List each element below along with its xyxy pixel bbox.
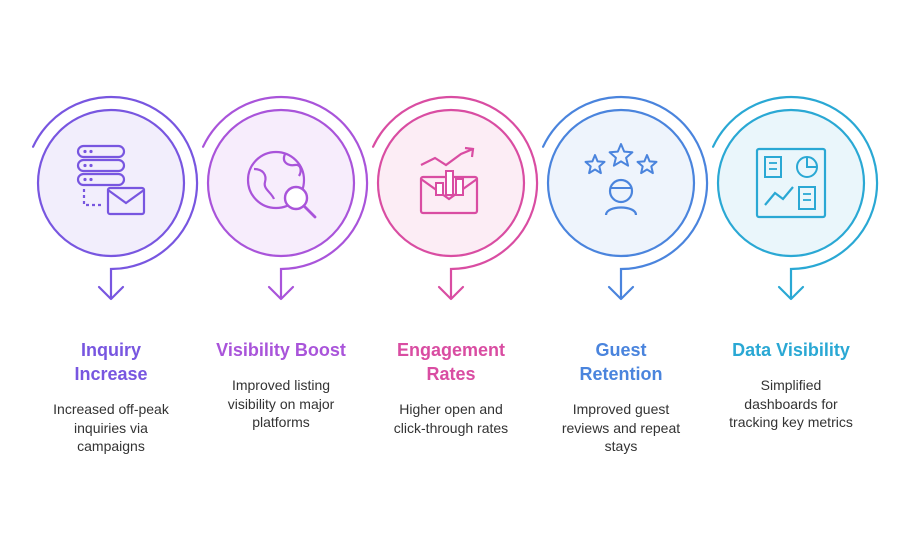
step-ring-3 <box>372 95 539 301</box>
step-title: Engagement Rates <box>366 338 536 386</box>
step-ring-5 <box>712 95 879 301</box>
step-ring-4 <box>542 95 709 301</box>
step-description: Improved listing visibility on major pla… <box>196 376 366 432</box>
arrow-down-icon <box>607 285 635 301</box>
step-title: Inquiry Increase <box>26 338 196 386</box>
step-desc-line: Increased off-peak <box>53 401 169 417</box>
step-inquiry-increase: Inquiry Increase Increased off-peak inqu… <box>26 330 196 456</box>
inner-circle <box>36 108 186 258</box>
step-desc-line: Simplified <box>760 377 822 393</box>
step-desc-line: tracking key metrics <box>729 414 853 430</box>
step-title-line: Rates <box>426 364 476 384</box>
step-ring-2 <box>202 95 369 301</box>
step-title-line: Inquiry <box>80 340 141 360</box>
outer-ring-connector <box>372 95 539 299</box>
step-visibility-boost: Visibility Boost Improved listing visibi… <box>196 330 366 432</box>
step-desc-line: campaigns <box>77 438 145 454</box>
step-title: Visibility Boost <box>196 338 366 362</box>
arrow-down-icon <box>437 285 465 301</box>
outer-ring-connector <box>542 95 709 299</box>
step-description: Increased off-peak inquiries via campaig… <box>26 400 196 456</box>
outer-ring-connector <box>712 95 879 299</box>
step-description: Improved guest reviews and repeat stays <box>536 400 706 456</box>
step-desc-line: Improved guest <box>572 401 670 417</box>
step-desc-line: dashboards for <box>744 395 838 412</box>
globe-search-icon <box>246 150 317 219</box>
step-title-line: Visibility Boost <box>216 340 346 360</box>
step-title-line: Retention <box>579 364 663 384</box>
step-title-line: Data Visibility <box>732 340 850 360</box>
step-description: Higher open and click-through rates <box>366 400 536 437</box>
step-guest-retention: Guest Retention Improved guest reviews a… <box>536 330 706 456</box>
arrow-down-icon <box>97 285 125 301</box>
step-desc-line: stays <box>604 438 638 454</box>
step-data-visibility: Data Visibility Simplified dashboards fo… <box>706 330 876 432</box>
inner-circle <box>716 108 866 258</box>
step-title-line: Engagement <box>396 340 506 360</box>
step-desc-line: Improved listing <box>231 377 331 393</box>
inner-circle <box>206 108 356 258</box>
step-title-line: Guest <box>595 340 647 360</box>
envelope-growth-chart-icon <box>419 146 479 215</box>
step-ring-1 <box>32 95 199 301</box>
step-description: Simplified dashboards for tracking key m… <box>706 376 876 432</box>
step-desc-line: platforms <box>252 414 310 430</box>
arrow-down-icon <box>777 285 805 301</box>
step-desc-line: visibility on major <box>227 395 335 412</box>
step-desc-line: reviews and repeat <box>561 419 681 436</box>
outer-ring-connector <box>32 95 199 299</box>
step-desc-line: inquiries via <box>74 419 148 436</box>
outer-ring-connector <box>202 95 369 299</box>
arrow-down-icon <box>267 285 295 301</box>
step-desc-line: click-through rates <box>393 419 509 436</box>
step-engagement-rates: Engagement Rates Higher open and click-t… <box>366 330 536 437</box>
dashboard-icon <box>755 147 827 219</box>
server-mail-icon <box>76 144 146 216</box>
inner-circle <box>546 108 696 258</box>
step-title: Data Visibility <box>706 338 876 362</box>
stars-user-icon <box>584 143 658 216</box>
step-title: Guest Retention <box>536 338 706 386</box>
step-title-line: Increase <box>74 364 148 384</box>
step-desc-line: Higher open and <box>399 401 503 417</box>
